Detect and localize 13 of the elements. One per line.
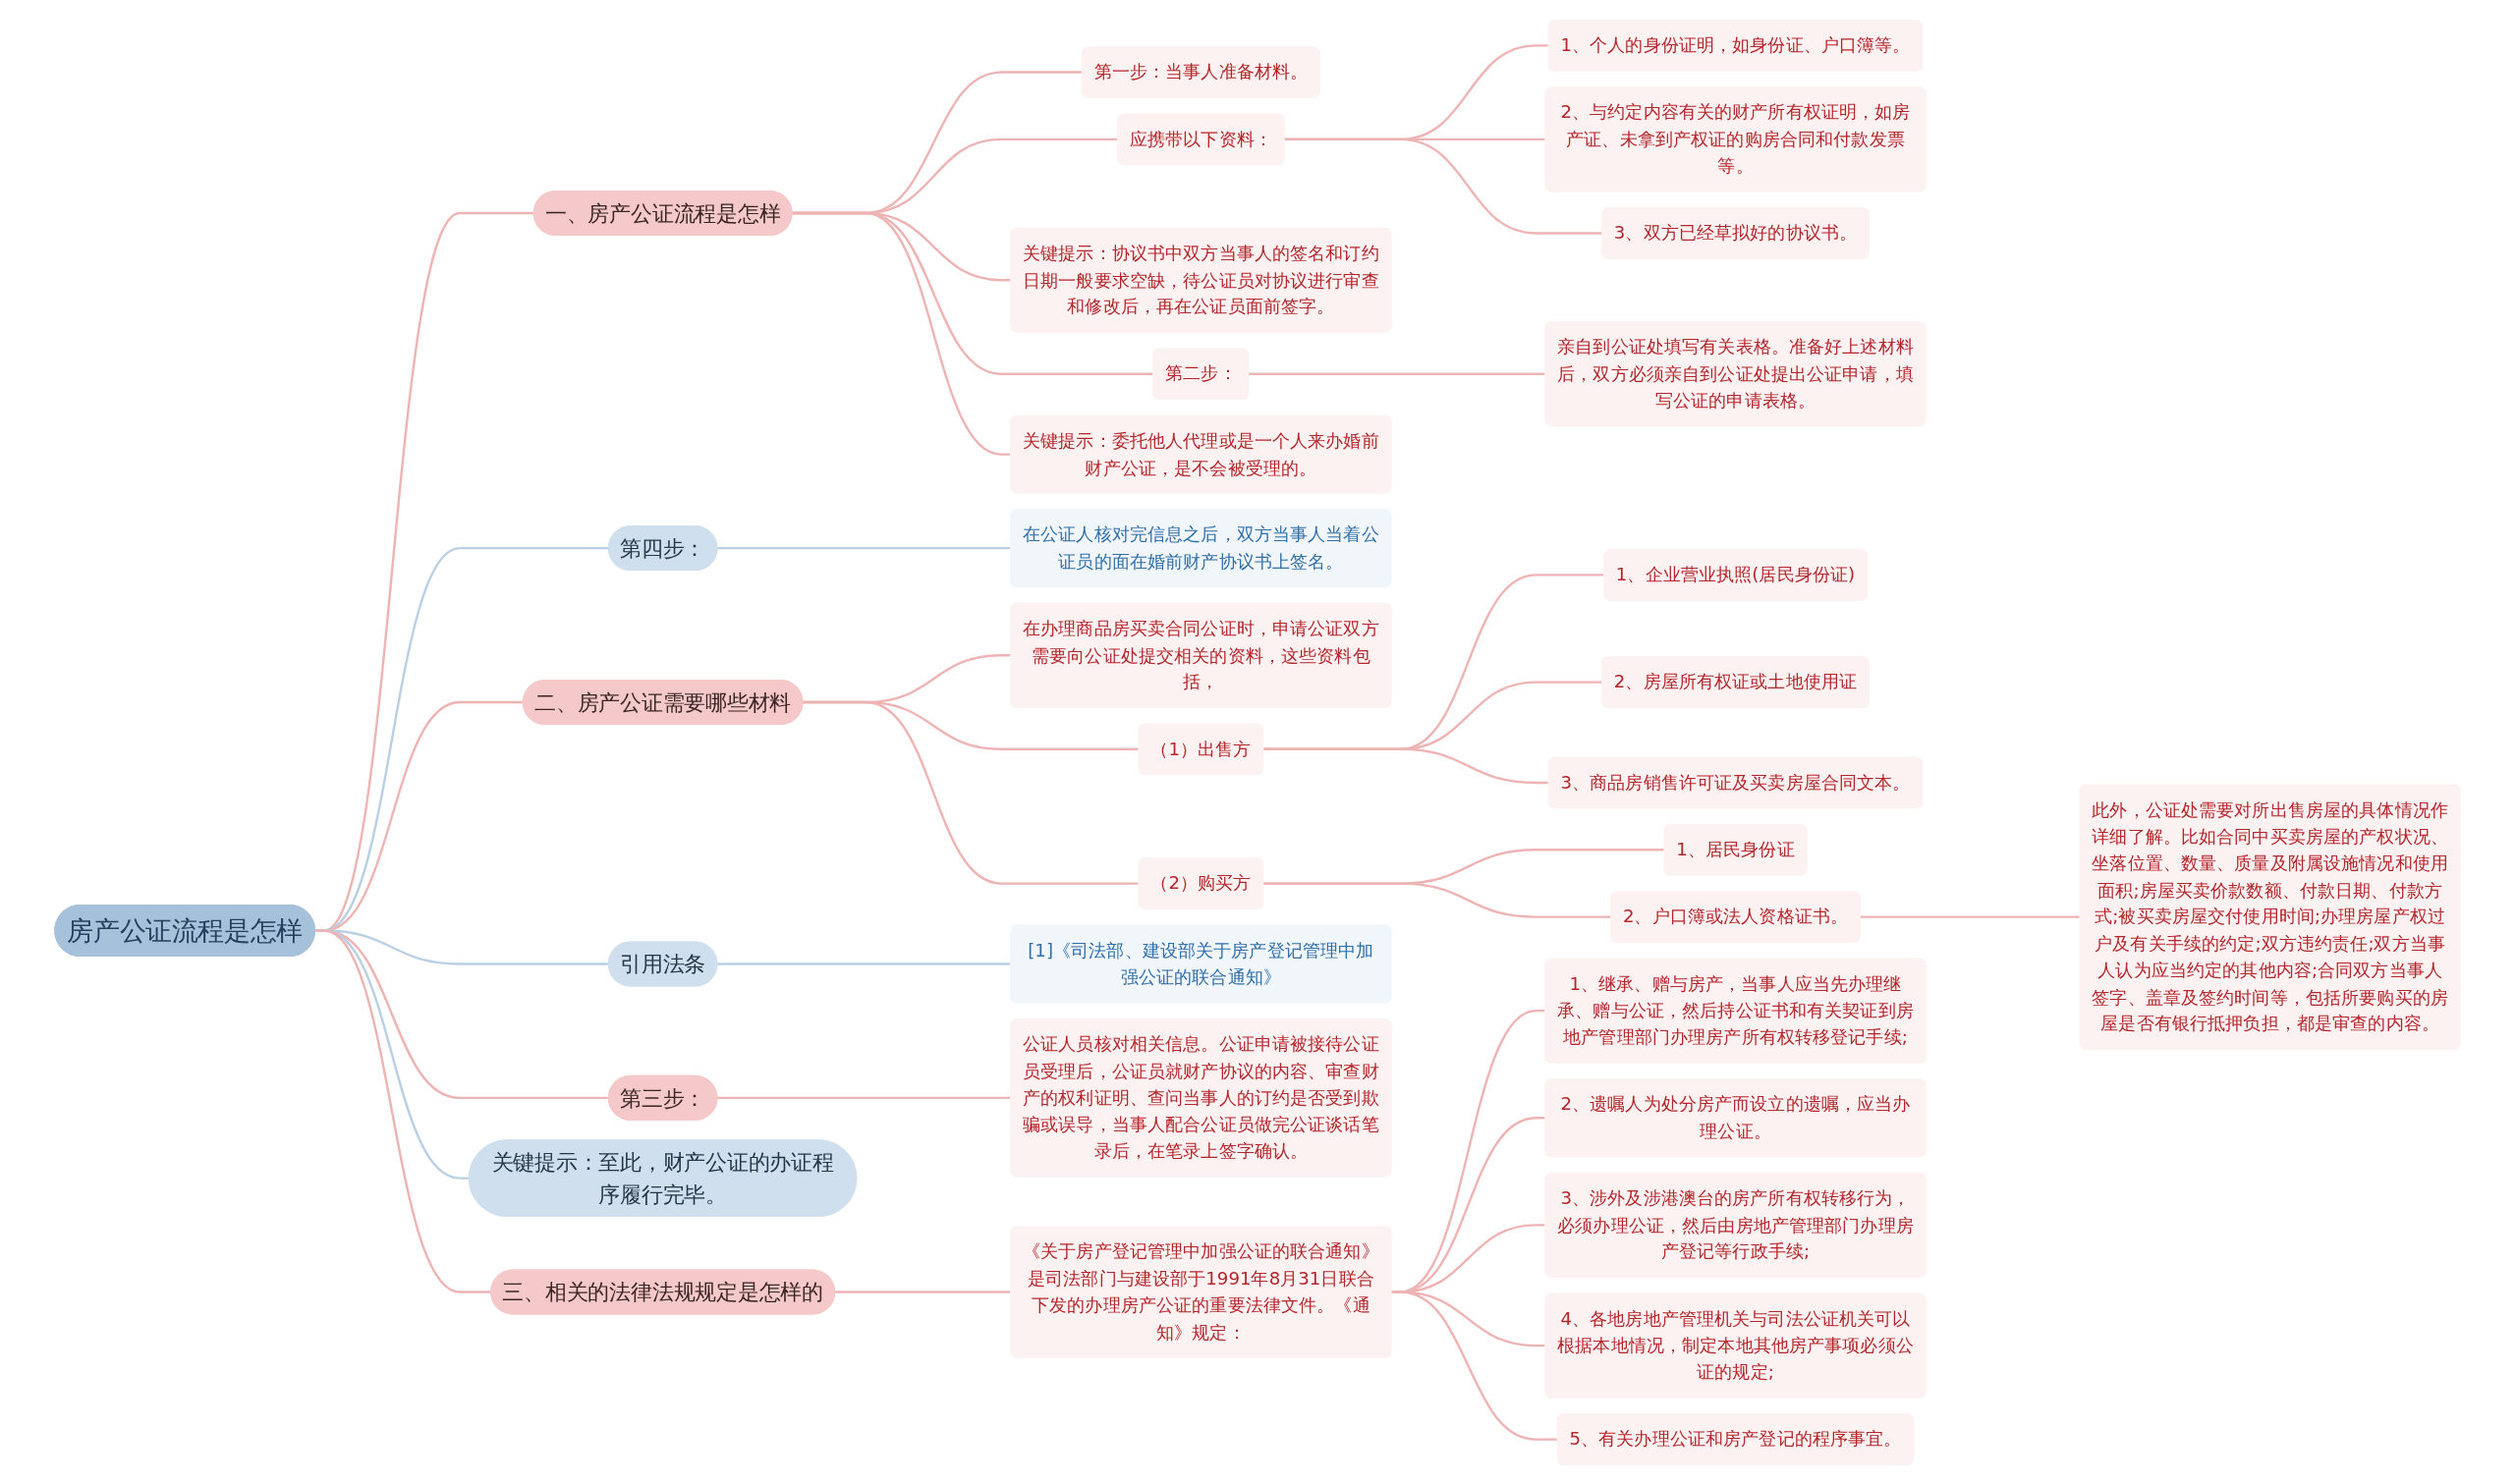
connector — [802, 700, 1140, 885]
connector — [1248, 372, 1546, 375]
connector — [1860, 914, 2081, 918]
connector — [716, 962, 1011, 965]
connector — [716, 546, 1011, 549]
connector — [716, 1096, 1011, 1099]
connector — [792, 211, 1011, 456]
connector — [1262, 881, 1611, 918]
connector — [1284, 137, 1602, 235]
connector — [834, 1290, 1011, 1293]
connector — [1390, 1290, 1558, 1441]
connector — [314, 928, 491, 1293]
connector — [1262, 747, 1549, 784]
